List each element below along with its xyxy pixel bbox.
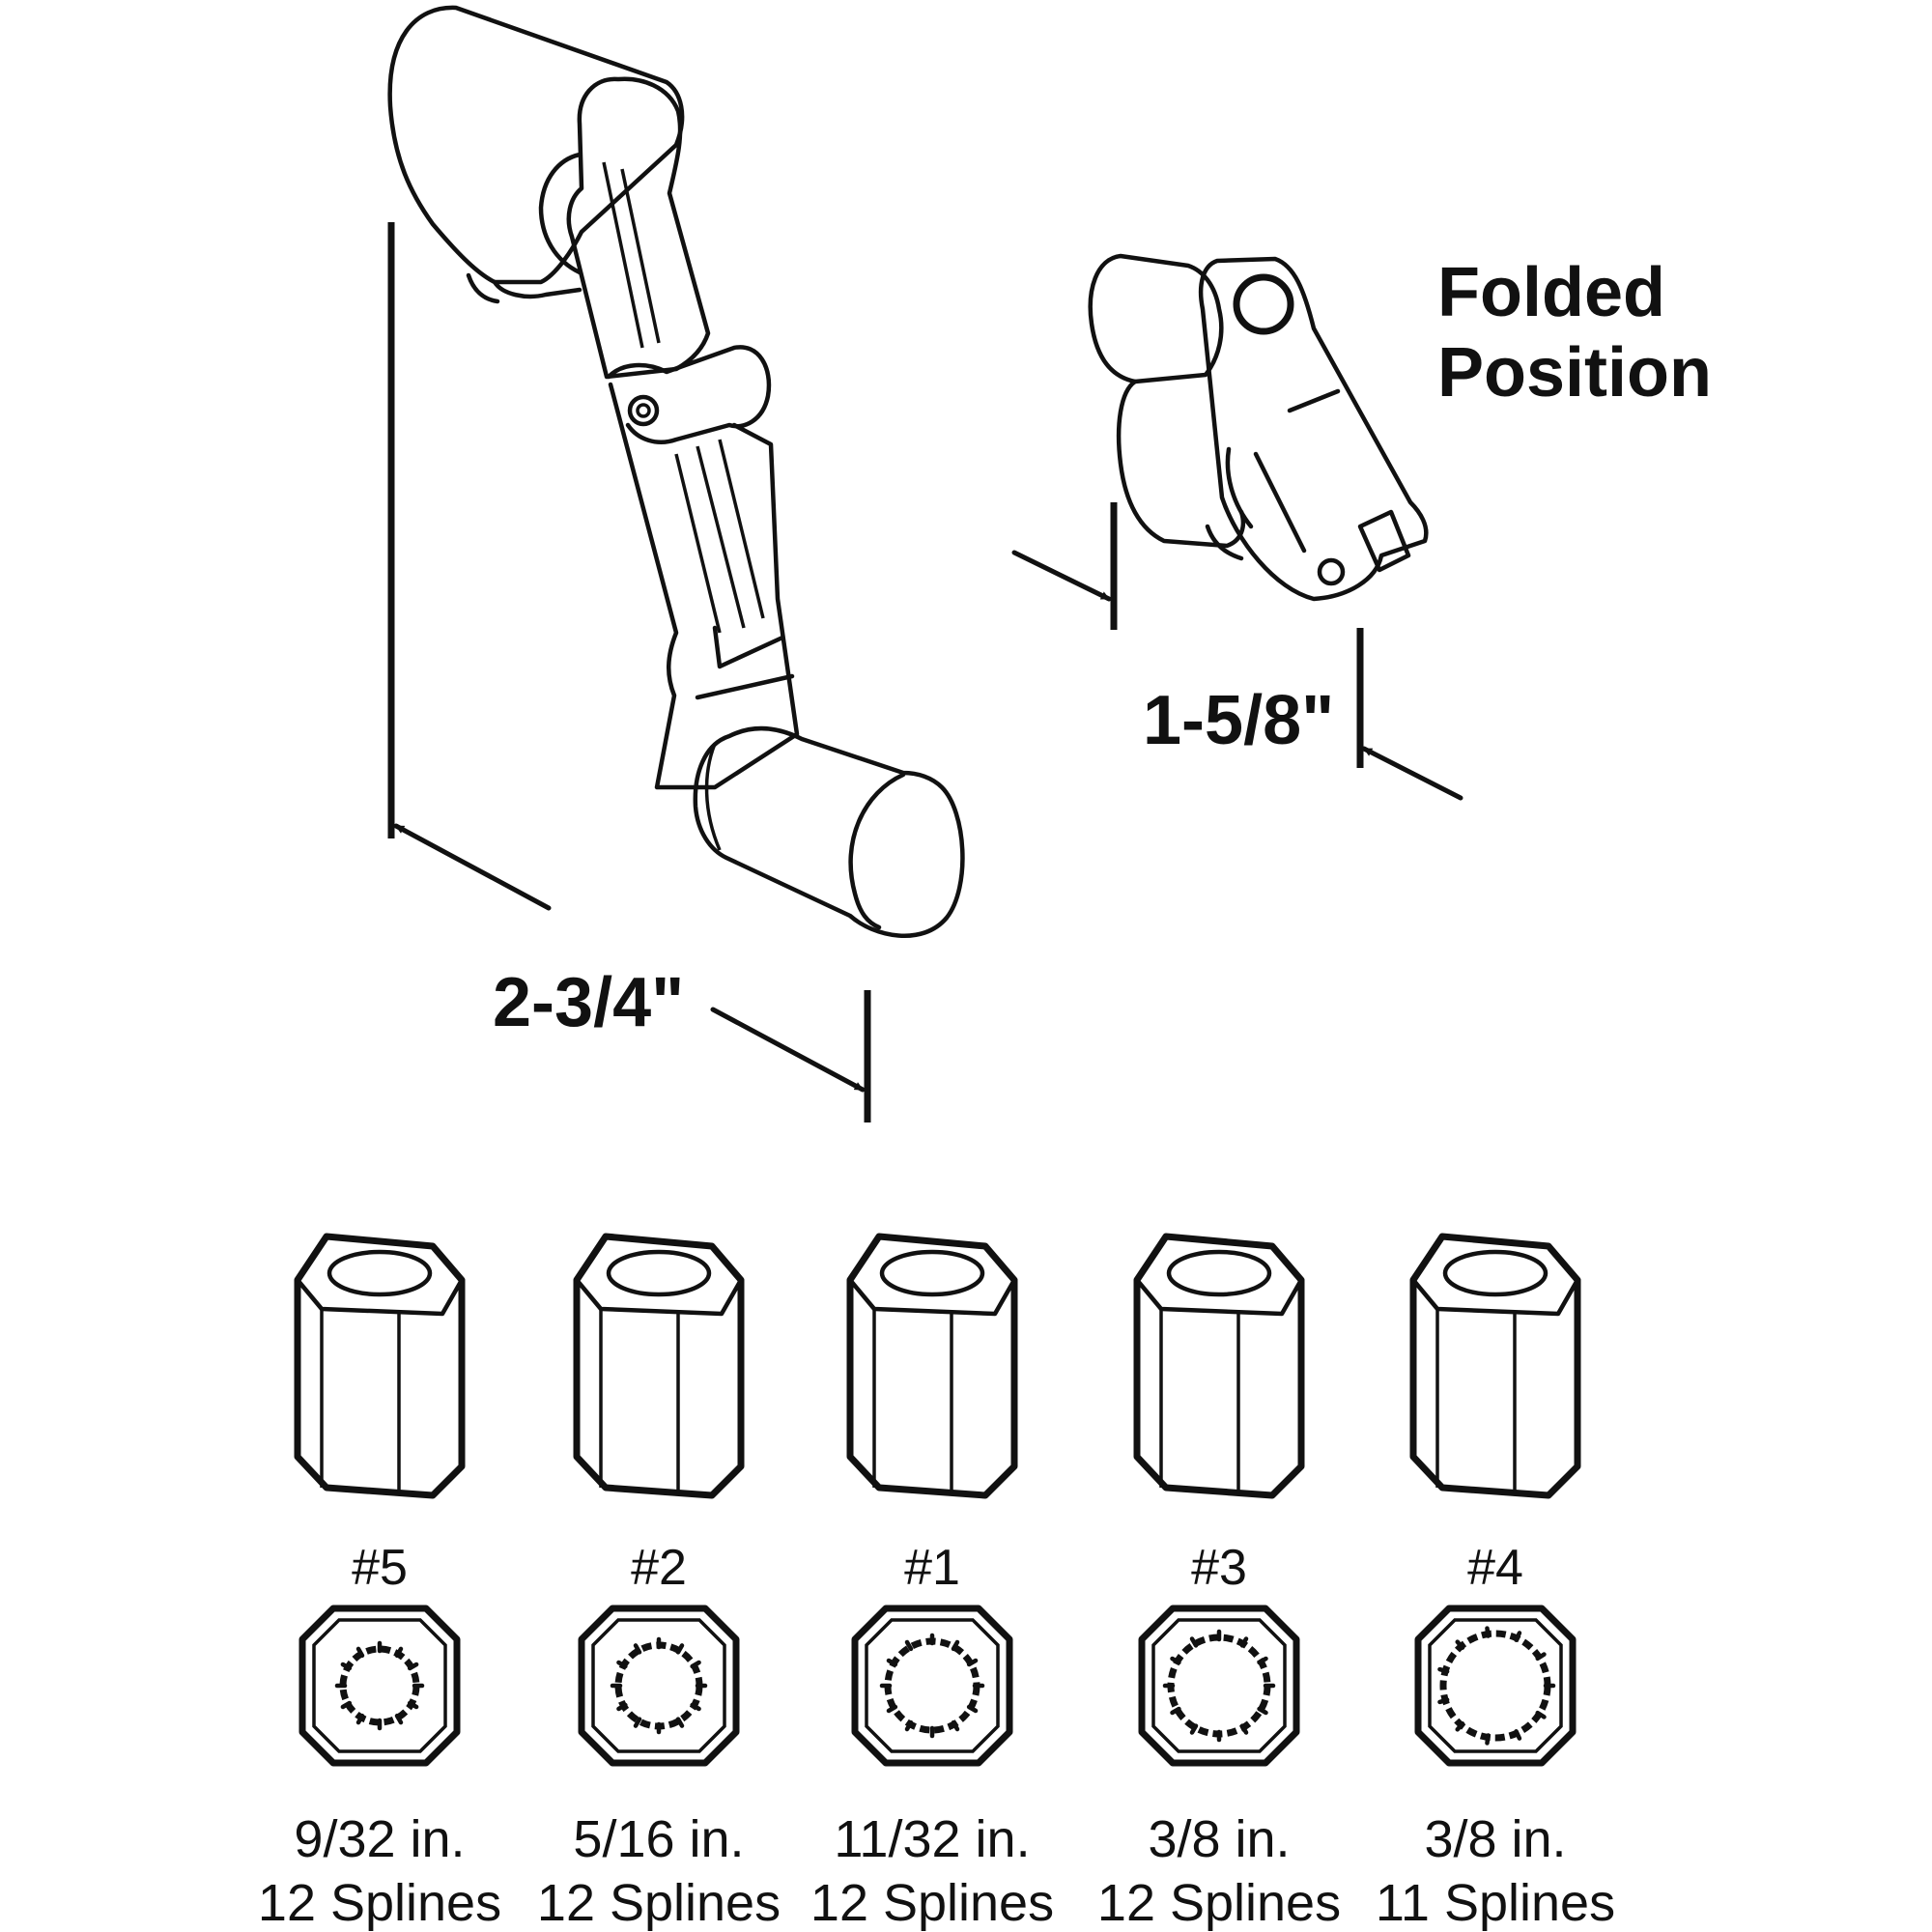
spline-mark [966, 1658, 979, 1667]
spline-mark [690, 1660, 701, 1669]
spline-mark [904, 1719, 914, 1732]
spline-mark [633, 1717, 642, 1728]
spline-mark [407, 1662, 419, 1671]
spline-mark [1455, 1721, 1465, 1732]
adapter-row: #5 9/32 in. 12 Splines #2 5/16 in. 12 Splines… [258, 1233, 1615, 1932]
adapter-3: #1 11/32 in. 12 Splines [810, 1233, 1054, 1932]
spline-mark [966, 1704, 979, 1714]
adapter-splines: 12 Splines [537, 1874, 781, 1932]
spline-mark [1170, 1656, 1181, 1665]
adapter-size: 3/8 in. [1148, 1810, 1290, 1868]
adapter-splines: 12 Splines [1097, 1874, 1341, 1932]
spline-mark [1455, 1639, 1465, 1650]
folded-label-line2: Position [1437, 334, 1712, 412]
adapter-splines: 11 Splines [1376, 1874, 1615, 1932]
adapter-4: #3 3/8 in. 12 Splines [1097, 1233, 1341, 1932]
adapter-size: 5/16 in. [573, 1810, 744, 1868]
spline-mark [1437, 1697, 1450, 1705]
spline-mark [394, 1646, 404, 1659]
dimension-extended: 2-3/4" [387, 222, 871, 1122]
spline-mark [1437, 1666, 1450, 1674]
adapter-number: #1 [904, 1540, 960, 1596]
adapter-number: #3 [1191, 1540, 1247, 1596]
adapter-number: #5 [352, 1540, 408, 1596]
spline-mark [690, 1702, 701, 1712]
adapter-size: 3/8 in. [1424, 1810, 1566, 1868]
spline-mark [1257, 1706, 1268, 1716]
spline-mark [340, 1700, 353, 1710]
adapter-size: 11/32 in. [834, 1810, 1030, 1868]
adapter-5: #4 3/8 in. 11 Splines [1376, 1233, 1615, 1932]
spline-mark [340, 1662, 353, 1671]
spline-mark [675, 1717, 685, 1728]
spline-mark [633, 1643, 642, 1655]
spline-mark [1485, 1626, 1491, 1638]
folded-crank-handle [1088, 253, 1429, 602]
spline-mark [1535, 1652, 1547, 1662]
adapter-sleeve [846, 1233, 1018, 1499]
adapter-sleeve [1409, 1233, 1581, 1499]
adapter-number: #2 [631, 1540, 687, 1596]
spline-mark [355, 1646, 365, 1659]
spline-mark [355, 1713, 365, 1725]
adapter-1: #5 9/32 in. 12 Splines [258, 1233, 501, 1932]
folded-position-label: Folded Position [1437, 254, 1712, 412]
spline-mark [1189, 1636, 1199, 1648]
spline-mark [675, 1643, 685, 1655]
spline-mark [616, 1702, 628, 1712]
spline-mark [886, 1704, 898, 1714]
spline-mark [1170, 1706, 1181, 1716]
adapter-end-view [1414, 1605, 1577, 1767]
adapter-splines: 12 Splines [258, 1874, 501, 1932]
spline-mark [1514, 1729, 1522, 1741]
adapter-end-view [578, 1605, 740, 1767]
adapter-splines: 12 Splines [810, 1874, 1054, 1932]
dimension-extended-label: 2-3/4" [493, 964, 684, 1041]
spline-mark [951, 1719, 960, 1732]
spline-mark [394, 1713, 404, 1725]
folded-label-line1: Folded [1437, 254, 1665, 331]
adapter-sleeve [1133, 1233, 1305, 1499]
adapter-end-view [1138, 1605, 1300, 1767]
extended-crank-handle [387, 5, 965, 938]
spline-mark [886, 1658, 898, 1667]
dimension-folded: 1-5/8" [1011, 502, 1463, 801]
spline-mark [1239, 1723, 1249, 1735]
spline-mark [951, 1639, 960, 1652]
adapter-number: #4 [1467, 1540, 1523, 1596]
spline-mark [1257, 1656, 1268, 1665]
adapter-size: 9/32 in. [294, 1810, 465, 1868]
adapter-2: #2 5/16 in. 12 Splines [537, 1233, 781, 1932]
spline-mark [904, 1639, 914, 1652]
spline-mark [1189, 1723, 1199, 1735]
dimension-folded-label: 1-5/8" [1143, 682, 1334, 759]
adapter-sleeve [573, 1233, 745, 1499]
adapter-sleeve [294, 1233, 466, 1499]
spline-mark [1239, 1636, 1249, 1648]
adapter-end-view [851, 1605, 1013, 1767]
spline-mark [1485, 1733, 1491, 1746]
adapter-end-view [298, 1605, 461, 1767]
spline-mark [616, 1660, 628, 1669]
spline-mark [407, 1700, 419, 1710]
spline-mark [1535, 1710, 1547, 1719]
spline-mark [1514, 1631, 1522, 1642]
